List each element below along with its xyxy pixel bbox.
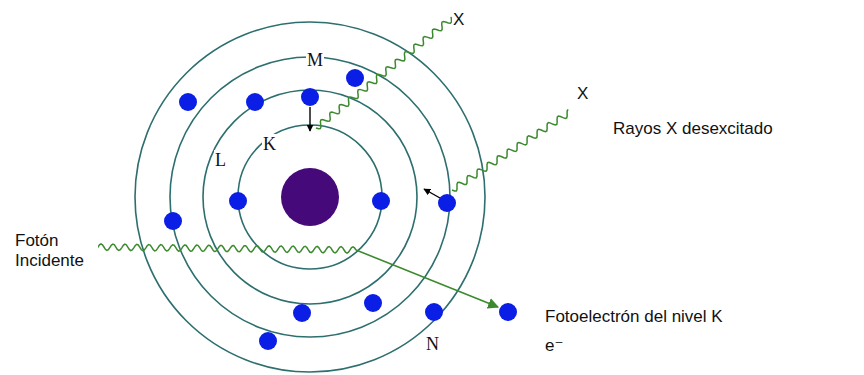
transition-arrow <box>424 189 440 198</box>
electron <box>164 212 182 230</box>
x-ray-label: X <box>576 84 589 104</box>
caption-label: Rayos X desexcitado <box>612 119 774 139</box>
electron <box>372 192 390 210</box>
shell-label: K <box>262 134 277 155</box>
shell-m <box>170 57 450 337</box>
electron <box>246 93 264 111</box>
electron <box>499 303 517 321</box>
shell-label: N <box>425 334 440 355</box>
x-ray-photon <box>452 109 568 191</box>
shell-l <box>203 90 417 304</box>
photoelectron-label: Fotoelectrón del nivel K <box>544 307 724 327</box>
electron <box>259 332 277 350</box>
shell-label: L <box>214 150 227 171</box>
shell-n <box>135 22 485 372</box>
electron <box>425 303 443 321</box>
electron <box>438 194 456 212</box>
x-ray-photon <box>316 17 451 129</box>
shell-label: M <box>306 50 324 71</box>
photon-label: Fotón Incidente <box>14 231 98 270</box>
electron <box>364 294 382 312</box>
electron <box>301 88 319 106</box>
electron <box>229 192 247 210</box>
electron-symbol: e⁻ <box>544 336 564 356</box>
incident-photon <box>92 244 356 253</box>
electron <box>293 304 311 322</box>
nucleus <box>281 168 339 226</box>
electron <box>346 69 364 87</box>
x-ray-label: X <box>452 10 465 30</box>
photoelectron-path <box>356 250 498 307</box>
electron <box>179 93 197 111</box>
transition-arrow <box>309 107 310 131</box>
